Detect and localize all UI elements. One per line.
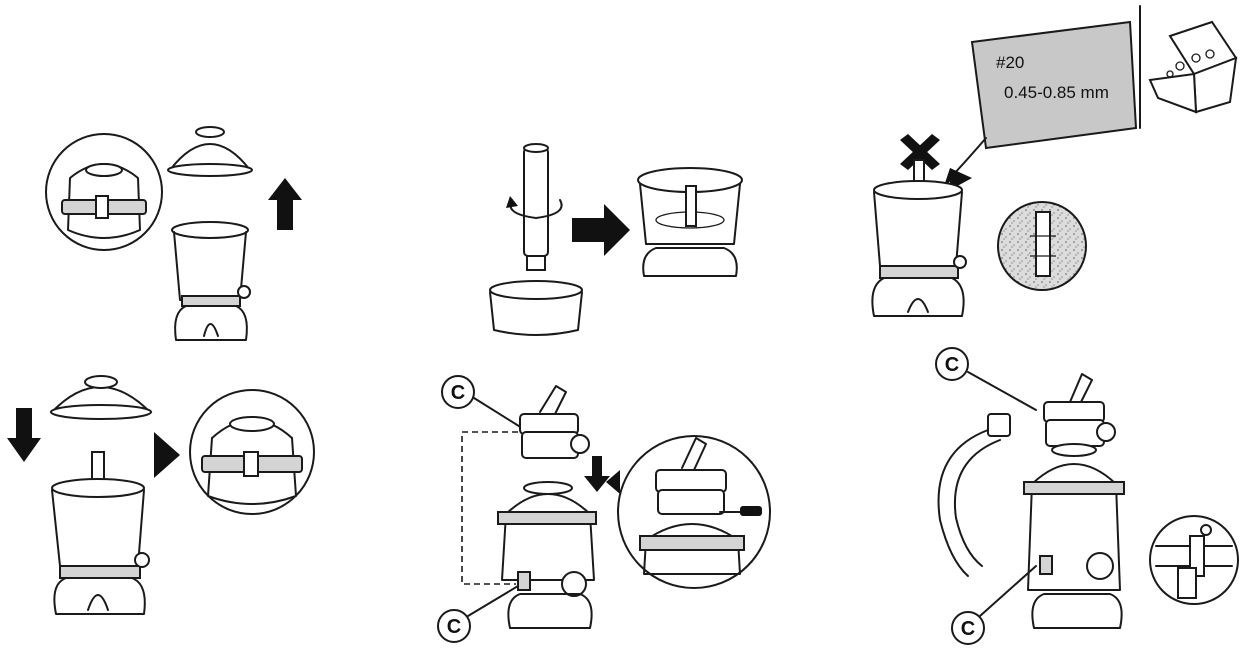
filter-tank-assembled <box>497 481 597 629</box>
filter-tank-assembled <box>1023 443 1125 629</box>
lid-dome <box>167 126 253 177</box>
standpipe <box>506 143 563 271</box>
callout-c-bottom: C <box>951 565 1037 645</box>
arrow-left-icon <box>606 470 620 494</box>
dashed-guide <box>461 431 518 585</box>
callout-label: C <box>945 354 959 376</box>
step-connect-hose: C C <box>935 347 1239 645</box>
callout-c-top: C <box>935 347 1037 411</box>
zoom-circle-clamp <box>45 133 163 251</box>
step-remove-lid <box>45 126 302 341</box>
tank-with-laterals <box>637 167 743 277</box>
glass-media-box-icon <box>1148 20 1238 114</box>
zoom-circle-hose-clamp <box>1149 515 1239 605</box>
arrow-up-icon <box>268 178 302 230</box>
multiport-valve <box>519 385 590 459</box>
callout-label: C <box>961 618 975 640</box>
lateral-base <box>489 280 583 336</box>
callout-c-top: C <box>441 375 523 429</box>
callout-label: C <box>447 616 461 638</box>
filter-tank-with-pipe <box>51 451 150 615</box>
hose <box>937 413 1011 577</box>
arrow-down-icon <box>584 456 610 492</box>
step-reinstall-lid <box>7 375 315 615</box>
filter-tank-open <box>871 159 967 317</box>
sand-level-circle <box>997 201 1087 291</box>
x-mark-icon <box>900 134 940 170</box>
callout-c-bottom: C <box>437 585 519 643</box>
arrow-down-icon <box>7 408 41 462</box>
callout-label: C <box>451 382 465 404</box>
step-fill-sand: #20 0.45-0.85 mm <box>871 5 1238 317</box>
sand-bag: #20 0.45-0.85 mm <box>970 20 1138 150</box>
multiport-valve <box>1043 373 1116 447</box>
zoom-circle-clamp-closed <box>189 389 315 515</box>
filter-tank-body <box>171 221 251 341</box>
sand-grade-label: #20 <box>996 53 1024 72</box>
step-install-standpipe <box>489 143 743 336</box>
zoom-circle-valve-clamp <box>617 435 771 589</box>
arrow-right-icon <box>154 432 180 478</box>
sand-size-label: 0.45-0.85 mm <box>1004 83 1109 102</box>
step-attach-valve: C C <box>437 375 771 643</box>
lid-dome <box>49 375 153 420</box>
arrow-right-icon <box>572 204 630 256</box>
